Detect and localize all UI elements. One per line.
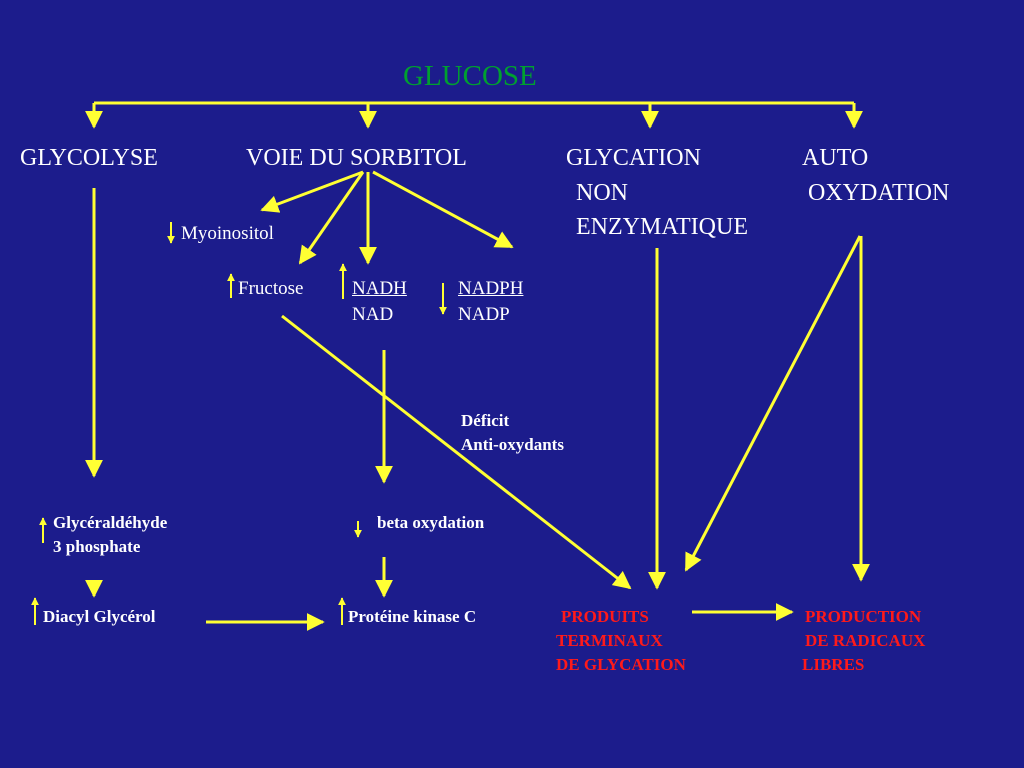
glucose-title: GLUCOSE bbox=[403, 60, 537, 92]
arrow-autoox-age bbox=[684, 235, 862, 572]
auto-oxydation-label-line1: AUTO bbox=[802, 145, 869, 171]
arrow-sorbitol-nadph bbox=[372, 170, 514, 249]
arrow-sorbitol-myoinositol bbox=[260, 170, 364, 213]
deficit-label-line2: Anti-oxydants bbox=[461, 435, 564, 454]
glycolyse-label: GLYCOLYSE bbox=[20, 145, 158, 171]
glycation-label-line3: ENZYMATIQUE bbox=[576, 214, 748, 240]
g3p-label-line2: 3 phosphate bbox=[53, 537, 141, 556]
nadp-label: NADP bbox=[458, 304, 510, 325]
myoinositol-label: Myoinositol bbox=[181, 223, 274, 244]
age-label-line1: PRODUITS bbox=[561, 607, 649, 626]
age-label-line2: TERMINAUX bbox=[556, 631, 663, 650]
fructose-label: Fructose bbox=[238, 278, 304, 299]
radicals-label-line1: PRODUCTION bbox=[805, 607, 922, 626]
deficit-label-line1: Déficit bbox=[461, 411, 510, 430]
dag-label: Diacyl Glycérol bbox=[43, 607, 156, 626]
pkc-label: Protéine kinase C bbox=[348, 607, 477, 626]
age-label-line3: DE GLYCATION bbox=[556, 655, 686, 674]
radicals-label-line3: LIBRES bbox=[802, 655, 865, 674]
arrow-sorbitol-fructose bbox=[298, 171, 365, 265]
g3p-label-line1: Glycéraldéhyde bbox=[53, 513, 168, 532]
nadph-label: NADPH bbox=[458, 278, 524, 299]
radicals-label-line2: DE RADICAUX bbox=[805, 631, 926, 650]
glycation-label-line1: GLYCATION bbox=[566, 145, 701, 171]
auto-oxydation-label-line2: OXYDATION bbox=[808, 180, 950, 206]
nadh-label: NADH bbox=[352, 278, 407, 299]
glycation-label-line2: NON bbox=[576, 180, 628, 206]
sorbitol-label: VOIE DU SORBITOL bbox=[246, 145, 467, 171]
nad-label: NAD bbox=[352, 304, 394, 325]
beta-oxydation-label: beta oxydation bbox=[377, 513, 485, 532]
arrow-fructose-age bbox=[281, 314, 632, 590]
